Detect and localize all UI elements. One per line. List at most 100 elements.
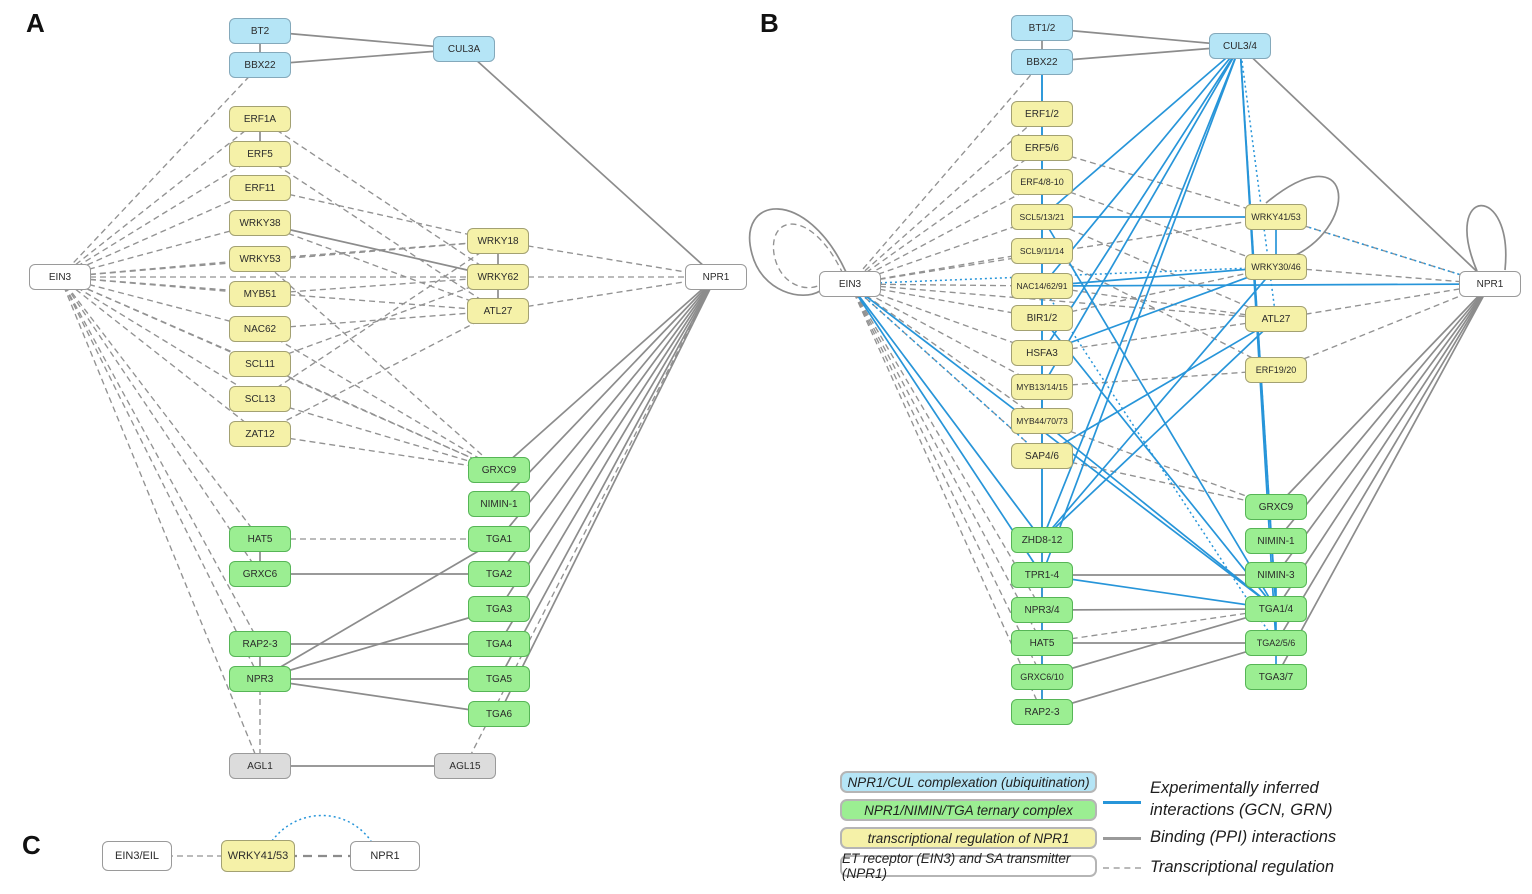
node-a_zat12: ZAT12 bbox=[229, 421, 291, 447]
edge-a_ein3-a_nac62 bbox=[59, 276, 261, 330]
node-a_agl15: AGL15 bbox=[434, 753, 496, 779]
edge-b_bt12-b_cul34 bbox=[1041, 27, 1241, 47]
node-b_tga14: TGA1/4 bbox=[1245, 596, 1307, 622]
npr1-self-binding-loop bbox=[1466, 204, 1507, 272]
edge-b_grxc9-b_npr1 bbox=[1275, 283, 1491, 508]
edge-b_wrky3046-b_npr1 bbox=[1275, 266, 1491, 285]
edge-b_ein3-b_tpr14 bbox=[849, 283, 1043, 576]
legend-box-transcriptional-regulation: transcriptional regulation of NPR1 bbox=[840, 827, 1097, 849]
edge-a_npr3-a_tga6 bbox=[259, 678, 500, 715]
edge-b_erf56-b_wrky4153 bbox=[1041, 147, 1277, 218]
node-b_zhd812: ZHD8-12 bbox=[1011, 527, 1073, 553]
panel-c-label: C bbox=[22, 830, 41, 860]
node-b_npr34: NPR3/4 bbox=[1011, 597, 1073, 623]
edge-b_ein3-b_zhd812 bbox=[849, 283, 1043, 541]
node-a_wrky38: WRKY38 bbox=[229, 210, 291, 236]
edge-b_ein3-b_erf12 bbox=[849, 113, 1043, 285]
legend-box-cul-complexation: NPR1/CUL complexation (ubiquitination) bbox=[840, 771, 1097, 793]
edge-b_tpr14-b_tga14 bbox=[1041, 574, 1277, 610]
node-a_nac62: NAC62 bbox=[229, 316, 291, 342]
edge-a_scl13-a_grxc9 bbox=[259, 398, 500, 471]
edge-a_ein3-a_scl11 bbox=[59, 276, 261, 365]
edge-a_grxc9-a_npr1 bbox=[498, 276, 717, 471]
edge-a_ein3-a_hat5 bbox=[59, 276, 261, 540]
edge-a_ein3-a_zat12 bbox=[59, 276, 261, 435]
node-a_bt2: BT2 bbox=[229, 18, 291, 44]
edge-b_ein3-b_erf4810 bbox=[849, 181, 1043, 285]
node-b_bbx22: BBX22 bbox=[1011, 49, 1073, 75]
node-c_wrky4153: WRKY41/53 bbox=[221, 840, 295, 872]
edge-a_tga2-a_npr1 bbox=[498, 276, 717, 575]
edge-a_wrky38-a_atl27 bbox=[259, 222, 499, 312]
edge-a_ein3-a_agl1 bbox=[59, 276, 261, 767]
edge-a_npr3-a_tga3 bbox=[259, 608, 500, 680]
edge-b_cul34-b_zhd812 bbox=[1041, 45, 1241, 541]
edge-b_cul34-b_nac146291 bbox=[1041, 45, 1241, 287]
node-a_tga5: TGA5 bbox=[468, 666, 530, 692]
edge-a_wrky18-a_npr1 bbox=[497, 240, 717, 278]
node-b_erf1920: ERF19/20 bbox=[1245, 357, 1307, 383]
legend-swatch-inferred-line bbox=[1103, 801, 1141, 804]
node-a_ein3: EIN3 bbox=[29, 264, 91, 290]
node-b_erf4810: ERF4/8-10 bbox=[1011, 169, 1073, 195]
node-a_wrky18: WRKY18 bbox=[467, 228, 529, 254]
node-a_bbx22: BBX22 bbox=[229, 52, 291, 78]
node-b_myb131415: MYB13/14/15 bbox=[1011, 374, 1073, 400]
edge-a_nimin1-a_npr1 bbox=[498, 276, 717, 505]
node-b_myb447073: MYB44/70/73 bbox=[1011, 408, 1073, 434]
node-b_rap23: RAP2-3 bbox=[1011, 699, 1073, 725]
edge-a_ein3-a_erf5 bbox=[59, 153, 261, 278]
edge-b_cul34-b_atl27 bbox=[1239, 45, 1277, 320]
edge-b_nac146291-b_tga256 bbox=[1041, 285, 1277, 644]
edge-a_cul3a-a_npr1 bbox=[463, 48, 717, 278]
node-b_npr1: NPR1 bbox=[1459, 271, 1521, 297]
edge-b_ein3-b_scl51321 bbox=[849, 216, 1043, 285]
node-a_tga4: TGA4 bbox=[468, 631, 530, 657]
edge-b_rap23-b_tga256 bbox=[1041, 642, 1277, 713]
edge-b_erf1920-b_npr1 bbox=[1275, 283, 1491, 371]
edge-b_zhd812-b_wrky3046 bbox=[1041, 266, 1277, 541]
edge-b_hsfa3-b_wrky3046 bbox=[1041, 266, 1277, 354]
edge-a_ein3-a_wrky38 bbox=[59, 222, 261, 278]
node-b_grxc9: GRXC9 bbox=[1245, 494, 1307, 520]
edge-b_cul34-b_tpr14 bbox=[1041, 45, 1241, 576]
node-b_bir12: BIR1/2 bbox=[1011, 305, 1073, 331]
edge-b_ein3-b_sap46 bbox=[849, 283, 1043, 457]
edge-b_wrky4153-b_npr1 bbox=[1275, 216, 1491, 285]
edge-b_cul34-b_hsfa3 bbox=[1041, 45, 1241, 354]
edge-b_sap46-b_atl27 bbox=[1041, 318, 1277, 457]
edge-a_tga4-a_npr1 bbox=[498, 276, 717, 645]
edge-a_scl13-a_wrky18 bbox=[259, 240, 499, 400]
node-b_nac146291: NAC14/62/91 bbox=[1011, 273, 1073, 299]
legend-box-ternary-complex: NPR1/NIMIN/TGA ternary complex bbox=[840, 799, 1097, 821]
legend-swatch-regulation-line bbox=[1103, 867, 1141, 869]
edge-b_atl27-b_npr1 bbox=[1275, 283, 1491, 320]
node-a_tga6: TGA6 bbox=[468, 701, 530, 727]
edge-a_erf11-a_wrky18 bbox=[259, 187, 499, 242]
node-b_erf56: ERF5/6 bbox=[1011, 135, 1073, 161]
edge-a_erf1a-a_wrky62 bbox=[259, 118, 499, 278]
node-a_wrky62: WRKY62 bbox=[467, 264, 529, 290]
edge-a_scl11-a_wrky62 bbox=[259, 276, 499, 365]
node-a_scl11: SCL11 bbox=[229, 351, 291, 377]
edge-b_myb447073-b_tga14 bbox=[1041, 420, 1277, 610]
node-a_myb51: MYB51 bbox=[229, 281, 291, 307]
edge-b_wrky4153-b_npr1 bbox=[1275, 216, 1491, 285]
edge-a_erf5-a_atl27 bbox=[259, 153, 499, 312]
edge-a_nac62-a_grxc9 bbox=[259, 328, 500, 471]
edge-b_nimin1-b_npr1 bbox=[1275, 283, 1491, 542]
legend-label-regulation: Transcriptional regulation bbox=[1150, 858, 1335, 876]
edge-b_bbx22-b_cul34 bbox=[1041, 45, 1241, 63]
panel-a-label: A bbox=[26, 8, 45, 38]
node-b_wrky4153: WRKY41/53 bbox=[1245, 204, 1307, 230]
edge-b_ein3-b_npr34 bbox=[849, 283, 1043, 611]
edge-b_cul34-b_scl51321 bbox=[1041, 45, 1241, 218]
wrky4153-feedback-arc bbox=[1265, 175, 1340, 257]
edge-a_npr3-a_tga1 bbox=[259, 538, 500, 680]
edge-a_tga6-a_npr1 bbox=[498, 276, 717, 715]
edge-a_zat12-a_grxc9 bbox=[259, 433, 500, 471]
legend-swatch-binding-line bbox=[1103, 837, 1141, 840]
node-a_tga3: TGA3 bbox=[468, 596, 530, 622]
node-b_ein3: EIN3 bbox=[819, 271, 881, 297]
node-a_erf11: ERF11 bbox=[229, 175, 291, 201]
